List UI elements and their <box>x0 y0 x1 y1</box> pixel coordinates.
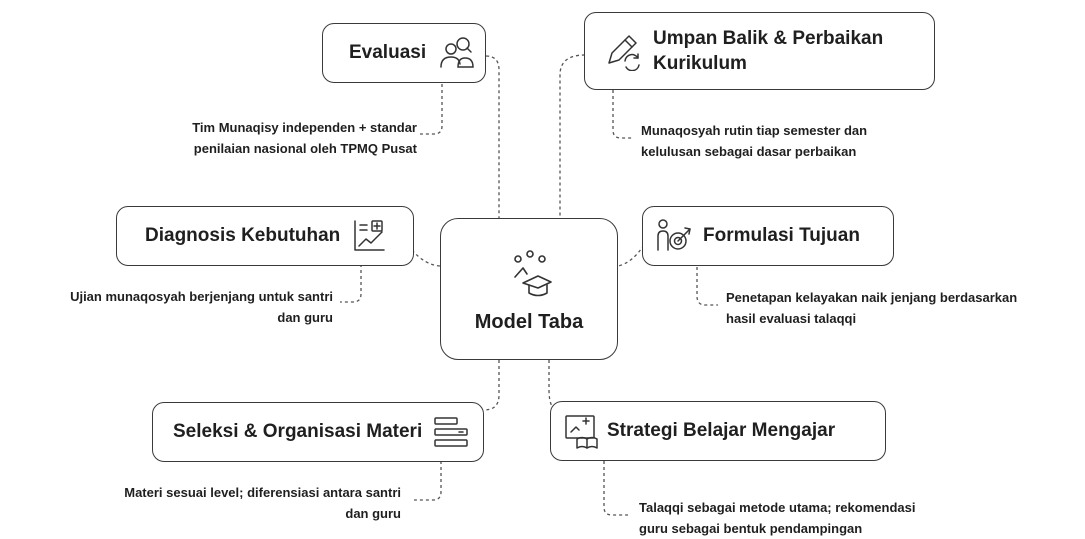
desc-diagnosis: Ujian munaqosyah berjenjang untuk santri… <box>70 286 333 328</box>
chart-plus-icon <box>354 220 386 251</box>
connector-formulasi <box>617 244 645 267</box>
desc-diagnosis-line-1: Ujian munaqosyah berjenjang untuk santri <box>70 289 333 304</box>
node-title-umpan-balik-line-2: Kurikulum <box>653 53 747 74</box>
connector-seleksi-desc <box>414 461 442 501</box>
connector-diagnosis <box>411 249 441 267</box>
connector-umpan-balik-desc <box>612 90 634 139</box>
connector-seleksi <box>483 360 500 411</box>
node-seleksi: Seleksi & Organisasi Materi <box>152 402 484 462</box>
node-diagnosis: Diagnosis Kebutuhan <box>116 206 414 266</box>
people-evaluation-icon <box>440 37 474 68</box>
node-evaluasi: Evaluasi <box>322 23 486 83</box>
node-title-strategi: Strategi Belajar Mengajar <box>607 420 836 441</box>
desc-diagnosis-line-2: dan guru <box>277 310 333 325</box>
desc-strategi-line-2: guru sebagai bentuk pendampingan <box>639 521 863 536</box>
connector-umpan-balik <box>559 54 586 218</box>
desc-evaluasi-line-1: Tim Munaqisy independen + standar <box>192 120 417 135</box>
board-book-icon <box>565 415 598 449</box>
node-title-seleksi: Seleksi & Organisasi Materi <box>173 421 423 442</box>
stacked-bars-icon <box>434 417 468 447</box>
desc-formulasi: Penetapan kelayakan naik jenjang berdasa… <box>726 287 1017 329</box>
desc-evaluasi-line-2: penilaian nasional oleh TPMQ Pusat <box>193 141 417 156</box>
desc-seleksi-line-1: Materi sesuai level; diferensiasi antara… <box>124 485 401 500</box>
connector-evaluasi <box>485 55 500 218</box>
node-umpan-balik: Umpan Balik & Perbaikan Kurikulum <box>584 12 935 90</box>
connector-strategi-desc <box>603 461 628 516</box>
desc-evaluasi: Tim Munaqisy independen + standar penila… <box>192 117 417 159</box>
desc-formulasi-line-2: hasil evaluasi talaqqi <box>726 311 857 326</box>
node-title-formulasi: Formulasi Tujuan <box>703 225 860 246</box>
node-title-evaluasi: Evaluasi <box>349 42 427 63</box>
desc-strategi-line-1: Talaqqi sebagai metode utama; rekomendas… <box>639 500 916 515</box>
connector-evaluasi-desc <box>420 84 443 135</box>
connector-diagnosis-desc <box>340 264 362 303</box>
graduation-cap-idea-icon <box>514 250 552 297</box>
node-title-diagnosis: Diagnosis Kebutuhan <box>145 225 341 246</box>
center-title: Model Taba <box>474 311 584 333</box>
desc-umpan-balik-line-1: Munaqosyah rutin tiap semester dan <box>641 123 868 138</box>
desc-strategi: Talaqqi sebagai metode utama; rekomendas… <box>639 497 915 539</box>
node-strategi: Strategi Belajar Mengajar <box>550 401 886 461</box>
node-formulasi: Formulasi Tujuan <box>642 206 894 266</box>
center-node-model-taba: Model Taba <box>440 218 618 360</box>
desc-umpan-balik-line-2: kelulusan sebagai dasar perbaikan <box>641 144 857 159</box>
desc-seleksi: Materi sesuai level; diferensiasi antara… <box>124 482 401 524</box>
node-title-umpan-balik-line-1: Umpan Balik & Perbaikan <box>653 28 884 49</box>
desc-seleksi-line-2: dan guru <box>345 506 401 521</box>
desc-umpan-balik: Munaqosyah rutin tiap semester dan kelul… <box>641 120 867 162</box>
person-target-icon <box>657 219 691 251</box>
pencil-refresh-icon <box>608 35 640 71</box>
desc-formulasi-line-1: Penetapan kelayakan naik jenjang berdasa… <box>726 290 1018 305</box>
connector-formulasi-desc <box>696 267 718 306</box>
